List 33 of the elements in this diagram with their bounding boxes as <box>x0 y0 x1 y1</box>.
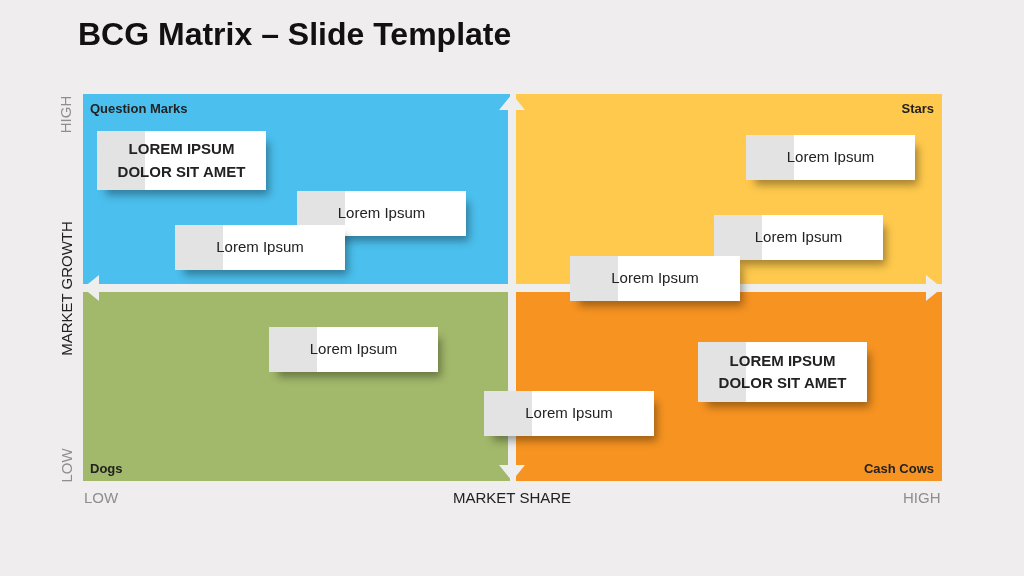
axis-title: MARKET SHARE <box>453 488 572 506</box>
card-text: LOREM IPSUM DOLOR SIT AMET <box>717 350 848 393</box>
card-text: Lorem Ipsum <box>754 227 843 248</box>
slide-title: BCG Matrix – Slide Template <box>78 16 512 53</box>
axis-title: MARKET GROWTH <box>57 220 75 356</box>
quadrant-heading: Stars <box>901 101 934 116</box>
axis-level-label: LOW <box>57 447 75 483</box>
axis-level-label: LOW <box>84 488 119 506</box>
quadrant-heading: Dogs <box>90 461 123 476</box>
text-card <box>97 131 266 190</box>
card-text: Lorem Ipsum <box>611 268 699 289</box>
axis-level-label: HIGH <box>57 95 75 133</box>
text-card <box>175 225 345 270</box>
card-text: Lorem Ipsum <box>216 237 304 258</box>
text-card <box>698 342 867 402</box>
quadrant-panel <box>516 94 942 284</box>
text-card <box>269 327 438 372</box>
card-text: Lorem Ipsum <box>786 147 875 168</box>
text-card <box>714 215 883 260</box>
card-text: LOREM IPSUM DOLOR SIT AMET <box>116 139 247 182</box>
quadrant-panel <box>83 292 510 481</box>
text-card <box>746 135 915 180</box>
text-card <box>570 256 740 301</box>
card-text: Lorem Ipsum <box>309 339 398 360</box>
text-card <box>484 391 654 436</box>
quadrant-heading: Cash Cows <box>863 461 934 476</box>
card-text: Lorem Ipsum <box>525 403 613 424</box>
text-card <box>297 191 466 236</box>
quadrant-panel <box>516 292 942 481</box>
quadrant-heading: Question Marks <box>90 101 188 116</box>
card-text: Lorem Ipsum <box>337 203 426 224</box>
quadrant-panel <box>83 94 510 284</box>
axis-level-label: HIGH <box>903 488 941 506</box>
